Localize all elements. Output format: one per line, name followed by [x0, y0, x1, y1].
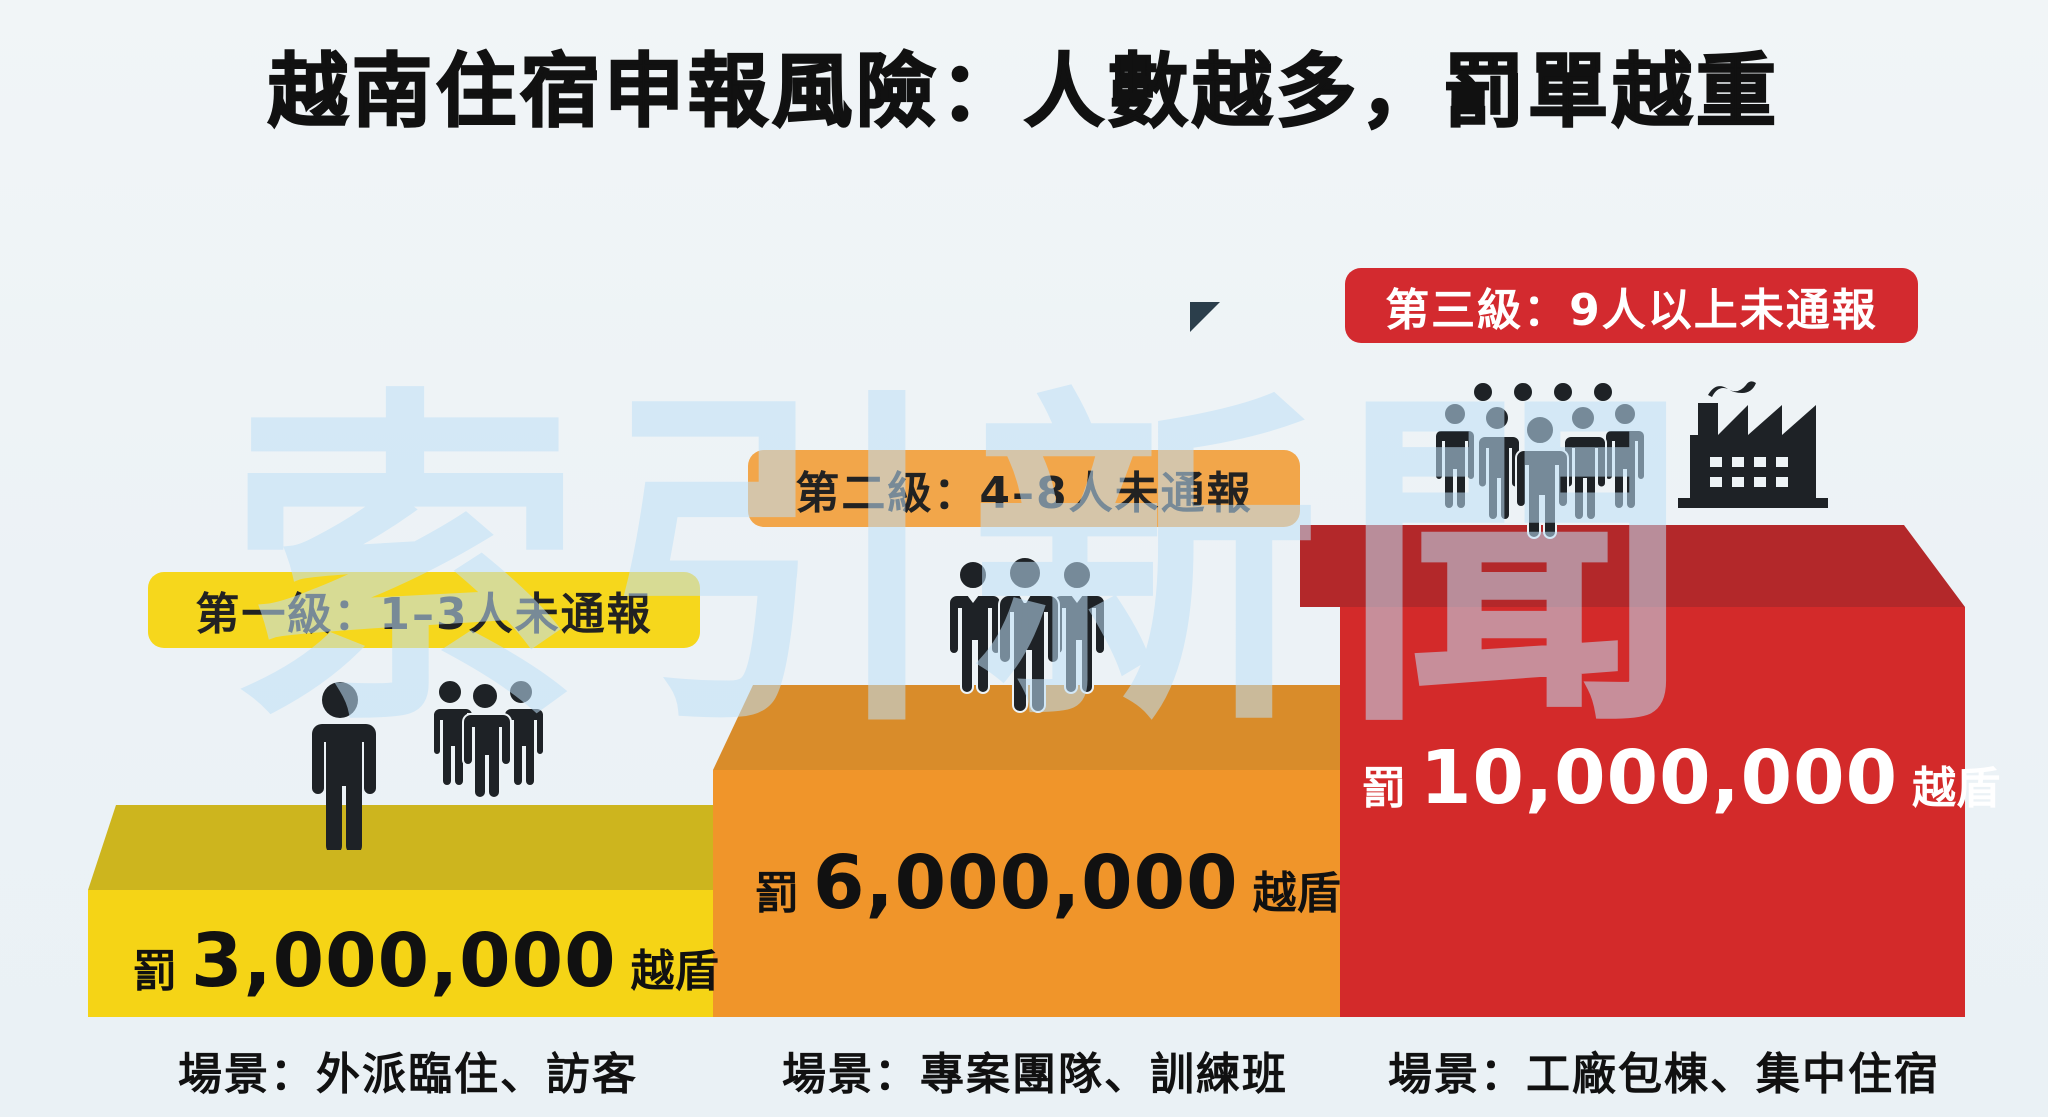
tier-2-label: 第二級：4–8人未通報	[748, 450, 1300, 527]
tier-3-label: 第三級：9人以上未通報	[1345, 268, 1918, 343]
tier-1-label: 第一級：1–3人未通報	[148, 572, 700, 648]
tier-2-fine-prefix: 罰	[755, 868, 799, 919]
tier-1-fine-currency: 越盾	[630, 946, 719, 997]
single-person-icon	[312, 682, 376, 850]
page-title: 越南住宿申報風險：人數越多，罰單越重	[267, 45, 1780, 138]
tier-2-fine-amount: 6,000,000	[813, 840, 1239, 926]
factory-icon	[1678, 381, 1828, 508]
tier-3-fine-currency: 越盾	[1912, 763, 2001, 814]
cursor-triangle-icon	[1190, 302, 1220, 332]
tier-1-block	[88, 805, 718, 1017]
tier-2-block	[713, 685, 1343, 1017]
small-group-icon	[432, 679, 543, 798]
tier-1-fine: 罰 3,000,000 越盾	[133, 918, 719, 1004]
tier-1-fine-amount: 3,000,000	[191, 918, 617, 1004]
tier-2-scenario: 場景：專案團隊、訓練班	[782, 1049, 1288, 1100]
tier-2-fine-currency: 越盾	[1252, 868, 1341, 919]
tier-2-fine: 罰 6,000,000 越盾	[755, 840, 1341, 926]
tier-3-fine: 罰 10,000,000 越盾	[1362, 735, 2000, 821]
tier-1-fine-prefix: 罰	[133, 946, 177, 997]
business-team-icon	[948, 556, 1105, 713]
crowd-icon	[1435, 381, 1645, 539]
tier-3-scenario: 場景：工廠包棟、集中住宿	[1388, 1049, 1940, 1100]
tier-1-scenario: 場景：外派臨住、訪客	[178, 1049, 638, 1100]
tier-3-fine-amount: 10,000,000	[1420, 735, 1899, 821]
tier-3-label-text: 第三級：9人以上未通報	[1385, 284, 1878, 336]
tier-3-block	[1300, 525, 1970, 1017]
tier-3-fine-prefix: 罰	[1362, 763, 1406, 814]
tier-2-label-text: 第二級：4–8人未通報	[795, 467, 1253, 519]
tier-1-label-text: 第一級：1–3人未通報	[195, 589, 653, 640]
